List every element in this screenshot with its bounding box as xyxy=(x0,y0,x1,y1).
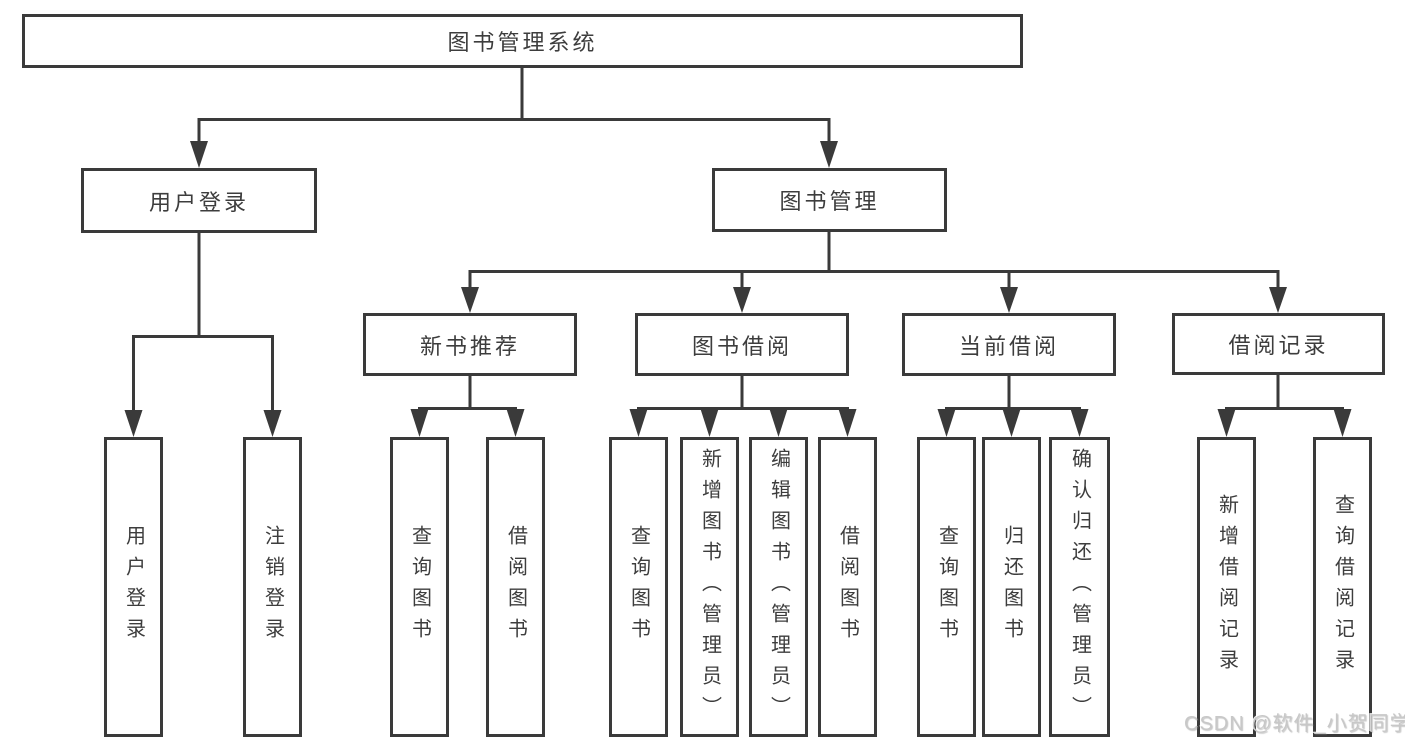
leaf-query-book-recommend: 查询图书 xyxy=(390,437,449,737)
leaf-query-book-borrow: 查询图书 xyxy=(609,437,668,737)
arrow-current-borrow xyxy=(1000,287,1018,313)
arrow-user-login xyxy=(190,141,208,168)
arrow-borrow-book-1 xyxy=(506,409,525,437)
arrow-add-record xyxy=(1217,409,1236,437)
node-book-borrow: 图书借阅 xyxy=(635,313,849,376)
arrow-query-book-3 xyxy=(937,409,956,437)
leaf-query-book-current: 查询图书 xyxy=(917,437,976,737)
arrow-book-management xyxy=(820,141,838,168)
leaf-logout: 注销登录 xyxy=(243,437,302,737)
leaf-query-book-borrow-label: 查询图书 xyxy=(627,525,650,649)
leaf-add-borrow-record: 新增借阅记录 xyxy=(1197,437,1256,737)
leaf-query-borrow-record: 查询借阅记录 xyxy=(1313,437,1372,737)
arrow-query-book-2 xyxy=(629,409,648,437)
arrow-add-book xyxy=(700,409,719,437)
leaf-return-book-label: 归还图书 xyxy=(1000,525,1023,649)
arrow-logout-leaf xyxy=(263,410,282,437)
leaf-query-borrow-record-label: 查询借阅记录 xyxy=(1331,494,1354,680)
leaf-return-book: 归还图书 xyxy=(982,437,1041,737)
leaf-query-book-current-label: 查询图书 xyxy=(935,525,958,649)
leaf-confirm-return-admin: 确认归还（管理员） xyxy=(1049,437,1110,737)
node-current-borrow: 当前借阅 xyxy=(902,313,1116,376)
leaf-add-book-admin: 新增图书（管理员） xyxy=(680,437,739,737)
arrow-borrow-book-2 xyxy=(838,409,857,437)
arrow-edit-book xyxy=(769,409,788,437)
arrow-new-book xyxy=(461,287,479,313)
arrow-return-book xyxy=(1002,409,1021,437)
arrow-confirm-return xyxy=(1070,409,1089,437)
leaf-add-book-admin-label: 新增图书（管理员） xyxy=(698,447,721,727)
leaf-add-borrow-record-label: 新增借阅记录 xyxy=(1215,494,1238,680)
leaf-borrow-book: 借阅图书 xyxy=(818,437,877,737)
leaf-borrow-book-recommend-label: 借阅图书 xyxy=(504,525,527,649)
arrow-book-borrow xyxy=(733,287,751,313)
node-borrow-record: 借阅记录 xyxy=(1172,313,1385,375)
leaf-borrow-book-recommend: 借阅图书 xyxy=(486,437,545,737)
leaf-confirm-return-admin-label: 确认归还（管理员） xyxy=(1068,447,1091,727)
node-user-login: 用户登录 xyxy=(81,168,317,233)
arrow-query-record xyxy=(1333,409,1352,437)
leaf-user-login-label: 用户登录 xyxy=(122,525,145,649)
leaf-logout-label: 注销登录 xyxy=(261,525,284,649)
leaf-edit-book-admin: 编辑图书（管理员） xyxy=(749,437,808,737)
arrow-borrow-record xyxy=(1269,287,1287,313)
node-new-book-recommend: 新书推荐 xyxy=(363,313,577,376)
arrow-login-leaf xyxy=(124,410,143,437)
node-book-management: 图书管理 xyxy=(712,168,947,232)
leaf-borrow-book-label: 借阅图书 xyxy=(836,525,859,649)
leaf-edit-book-admin-label: 编辑图书（管理员） xyxy=(767,447,790,727)
node-library-system: 图书管理系统 xyxy=(22,14,1023,68)
csdn-watermark: CSDN @软件_小贺同学 xyxy=(1184,713,1405,735)
leaf-query-book-recommend-label: 查询图书 xyxy=(408,525,431,649)
arrow-query-book-1 xyxy=(410,409,429,437)
leaf-user-login: 用户登录 xyxy=(104,437,163,737)
